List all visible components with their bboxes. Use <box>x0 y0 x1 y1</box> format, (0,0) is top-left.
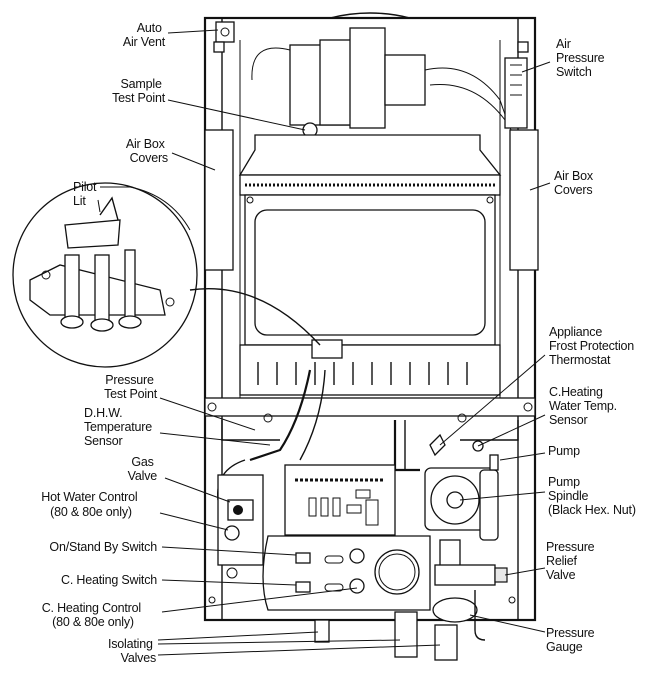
label-frost-protection-thermostat: Appliance Frost Protection Thermostat <box>549 325 637 367</box>
label-pump: Pump <box>548 444 580 458</box>
air-box-cover-left <box>204 129 234 271</box>
label-air-box-covers-left: Air Box Covers <box>126 137 168 165</box>
c-heating-switch <box>295 581 311 593</box>
label-auto-air-vent: Auto Air Vent <box>123 21 166 49</box>
air-pressure-switch-part <box>504 57 528 129</box>
label-hot-water-control: Hot Water Control (80 & 80e only) <box>41 490 140 519</box>
valves-lower <box>208 539 516 661</box>
label-ch-water-temp-sensor: C.Heating Water Temp. Sensor <box>549 385 620 427</box>
pressure-gauge-part <box>432 597 478 623</box>
label-c-heating-control: C. Heating Control (80 & 80e only) <box>42 601 145 629</box>
label-air-box-covers-right: Air Box Covers <box>554 169 596 197</box>
frost-thermostat-part <box>429 433 446 457</box>
flue-hood <box>238 134 502 196</box>
pilot-flame <box>99 196 119 221</box>
label-gas-valve: Gas Valve <box>128 455 158 483</box>
callout-labels: Auto Air Vent Sample Test Point Air Box … <box>41 21 637 665</box>
label-pump-spindle: Pump Spindle (Black Hex. Nut) <box>548 475 636 517</box>
label-pressure-test-point: Pressure Test Point <box>104 373 158 401</box>
label-isolating-valves: Isolating Valves <box>108 637 156 665</box>
pressure-dial-window <box>374 549 420 595</box>
label-air-pressure-switch: Air Pressure Switch <box>556 37 608 79</box>
pressure-relief-valve-part <box>434 564 496 586</box>
hot-water-control-knob <box>224 525 240 541</box>
label-on-standby-switch: On/Stand By Switch <box>49 540 157 554</box>
pilot-inset <box>12 182 321 368</box>
c-heating-control-knob <box>349 578 365 594</box>
leader-lines <box>97 29 551 656</box>
fan-assembly <box>251 27 521 151</box>
label-pilot-lit: Pilot Lit <box>73 180 100 208</box>
label-c-heating-switch: C. Heating Switch <box>61 573 157 587</box>
label-pressure-gauge: Pressure Gauge <box>546 626 598 654</box>
label-dhw-temperature-sensor: D.H.W. Temperature Sensor <box>84 406 155 448</box>
pump-part <box>424 454 499 541</box>
heat-exchanger <box>244 194 496 346</box>
label-pressure-relief-valve: Pressure Relief Valve <box>546 540 598 582</box>
control-pcb <box>284 464 396 536</box>
air-box-cover-right <box>509 129 539 271</box>
on-standby-switch <box>295 552 311 564</box>
burner-assembly <box>204 339 536 441</box>
label-sample-test-point: Sample Test Point <box>112 77 166 105</box>
gas-valve-part <box>217 459 264 579</box>
auto-air-vent-part <box>215 21 235 43</box>
control-panel <box>262 535 431 611</box>
